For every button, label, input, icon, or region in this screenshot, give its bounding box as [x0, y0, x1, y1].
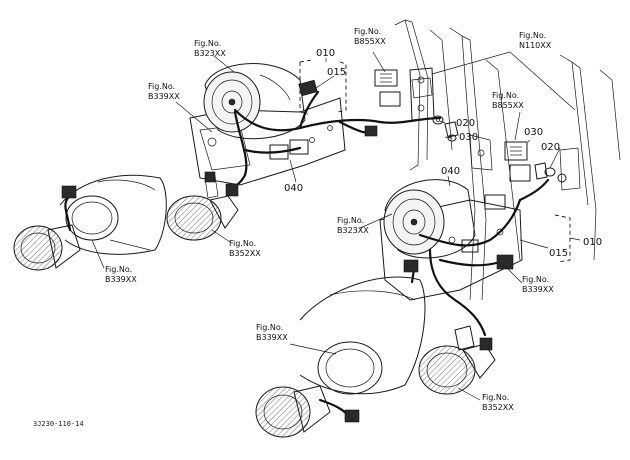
upper-mid-lamp — [166, 171, 239, 241]
callout-2: Fig.No. B855XX — [354, 27, 386, 46]
group-010-upper — [299, 59, 313, 115]
callout-fig-code: B352XX — [229, 249, 261, 258]
callout-5: Fig.No. B855XX — [492, 91, 524, 110]
upper-left-shroud — [59, 174, 167, 255]
callout-fig-code: B339XX — [256, 333, 288, 342]
group-010-lower — [554, 214, 571, 263]
callout-6: Fig.No. B352XX — [229, 239, 261, 258]
callout-fig-code: B352XX — [482, 403, 514, 412]
part-number: 015 — [327, 67, 346, 78]
callout-fig-label: Fig.No. — [229, 239, 256, 248]
part-number: 030 — [524, 127, 543, 138]
part-number: 040 — [284, 183, 303, 194]
callout-fig-code: B323XX — [337, 226, 369, 235]
callout-fig-label: Fig.No. — [492, 91, 519, 100]
lower-relay — [504, 141, 567, 183]
part-number: 010 — [583, 237, 602, 248]
callout-fig-code: B339XX — [148, 92, 180, 101]
callout-3: Fig.No. B339XX — [148, 82, 180, 101]
callout-4: Fig.No. N110XX — [519, 31, 552, 50]
callout-8: Fig.No. B339XX — [105, 265, 137, 284]
callout-fig-label: Fig.No. — [148, 82, 175, 91]
part-number: 040 — [441, 166, 460, 177]
upper-relay — [374, 67, 459, 142]
part-number: 020 — [541, 142, 560, 153]
callout-fig-label: Fig.No. — [337, 216, 364, 225]
part-number: 010 — [316, 48, 335, 59]
diagram-code: 3J230-110-14 — [33, 420, 84, 428]
part-number: 030 — [459, 132, 478, 143]
callout-fig-code: B323XX — [194, 49, 226, 58]
part-numbers: 010 015 020 030 040 030 020 040 015 010 — [284, 48, 602, 259]
lower-harness — [403, 178, 550, 337]
callout-fig-code: B339XX — [522, 285, 554, 294]
leader-lines — [91, 51, 581, 401]
callout-9: Fig.No. B339XX — [522, 275, 554, 294]
callout-fig-label: Fig.No. — [354, 27, 381, 36]
callout-fig-label: Fig.No. — [194, 39, 221, 48]
callout-7: Fig.No. B323XX — [337, 216, 369, 235]
callout-11: Fig.No. B352XX — [482, 393, 514, 412]
callout-fig-code: N110XX — [519, 41, 552, 50]
callout-1: Fig.No. B323XX — [194, 39, 226, 58]
group-010-upper-right — [337, 61, 347, 113]
callout-fig-label: Fig.No. — [519, 31, 546, 40]
callout-fig-label: Fig.No. — [105, 265, 132, 274]
callout-10: Fig.No. B339XX — [256, 323, 288, 342]
upper-worklight — [203, 63, 306, 140]
callout-fig-label: Fig.No. — [522, 275, 549, 284]
lower-shroud — [299, 276, 426, 395]
callout-fig-code: B339XX — [105, 275, 137, 284]
lower-left-lamp — [255, 385, 360, 438]
upper-left-lamp — [13, 185, 81, 271]
callout-fig-label: Fig.No. — [482, 393, 509, 402]
part-number: 015 — [549, 248, 568, 259]
cab-frame — [394, 19, 621, 301]
lower-right-lamp — [418, 325, 496, 395]
upper-harness — [225, 79, 442, 197]
callout-fig-code: B855XX — [492, 101, 524, 110]
callout-fig-label: Fig.No. — [256, 323, 283, 332]
part-number: 020 — [456, 118, 475, 129]
callout-fig-code: B855XX — [354, 37, 386, 46]
